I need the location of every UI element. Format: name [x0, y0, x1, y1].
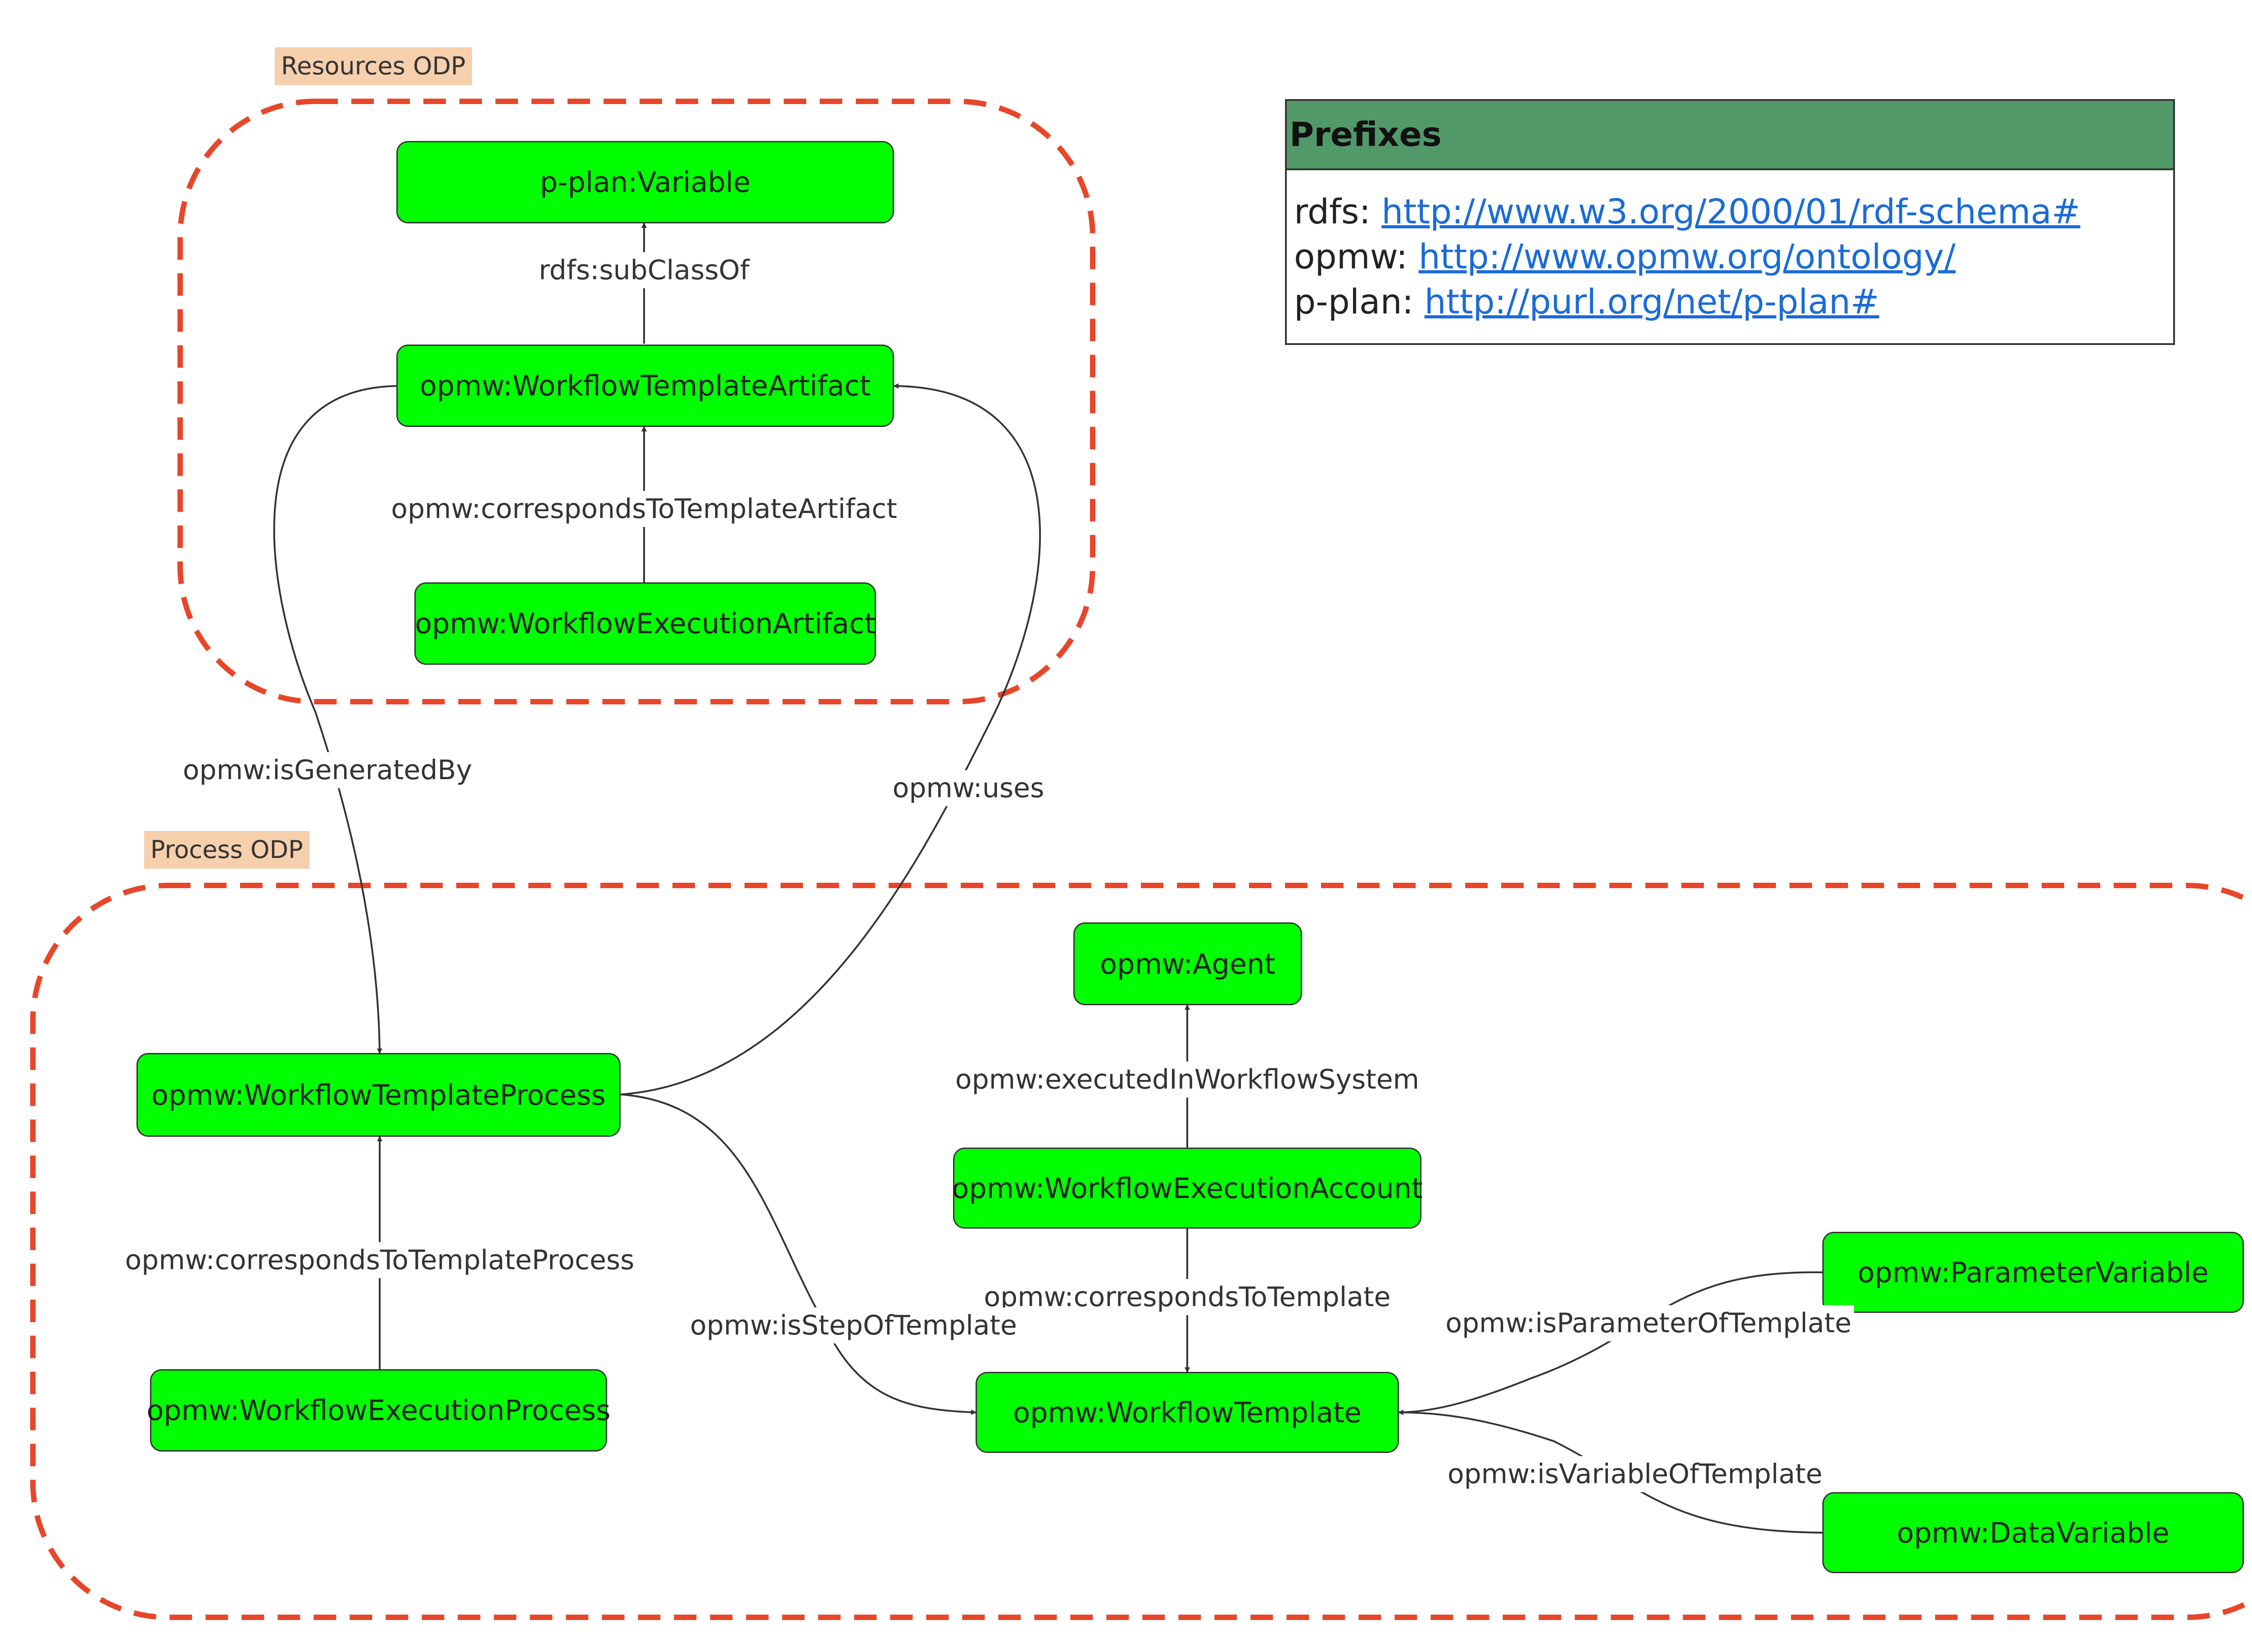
prefix-row-pplan: p-plan: http://purl.org/net/p-plan# — [1287, 279, 2173, 324]
process-odp-boundary — [30, 883, 2252, 1620]
prefix-label: p-plan: — [1294, 281, 1414, 322]
node-workflow-template-artifact[interactable]: opmw:WorkflowTemplateArtifact — [396, 345, 894, 427]
node-workflow-execution-artifact[interactable]: opmw:WorkflowExecutionArtifact — [414, 582, 876, 665]
node-data-variable[interactable]: opmw:DataVariable — [1822, 1492, 2244, 1573]
prefix-label: rdfs: — [1294, 191, 1371, 231]
node-workflow-execution-account[interactable]: opmw:WorkflowExecutionAccount — [952, 1148, 1423, 1229]
node-parameter-variable[interactable]: opmw:ParameterVariable — [1822, 1232, 2244, 1313]
edge-label-subclassof: rdfs:subClassOf — [536, 252, 752, 288]
edge-label-executed-in: opmw:executedInWorkflowSystem — [952, 1062, 1422, 1098]
prefixes-table: Prefixes rdfs: http://www.w3.org/2000/01… — [1285, 99, 2175, 345]
edge-uses-line — [620, 383, 1041, 1095]
prefixes-title: Prefixes — [1287, 101, 2173, 170]
resources-odp-boundary — [177, 99, 1095, 704]
node-workflow-execution-process[interactable]: opmw:WorkflowExecutionProcess — [146, 1369, 611, 1452]
prefix-row-opmw: opmw: http://www.opmw.org/ontology/ — [1287, 234, 2173, 279]
edge-is-parameter-of-line — [1398, 1271, 1823, 1415]
edge-is-generated-by-line — [273, 385, 397, 1054]
prefix-row-rdfs: rdfs: http://www.w3.org/2000/01/rdf-sche… — [1287, 189, 2173, 234]
node-agent[interactable]: opmw:Agent — [1073, 922, 1302, 1005]
edge-label-is-step-of: opmw:isStepOfTemplate — [687, 1307, 1020, 1343]
edge-label-is-variable-of: opmw:isVariableOfTemplate — [1444, 1456, 1825, 1492]
node-pplan-variable[interactable]: p-plan:Variable — [396, 141, 894, 223]
process-odp-label: Process ODP — [144, 831, 309, 869]
edge-is-step-of-line — [620, 1094, 976, 1415]
node-workflow-template-process[interactable]: opmw:WorkflowTemplateProcess — [136, 1053, 621, 1137]
prefix-link[interactable]: http://www.w3.org/2000/01/rdf-schema# — [1381, 191, 2080, 231]
edge-label-corresponds-template: opmw:correspondsToTemplate — [981, 1279, 1394, 1315]
prefix-link[interactable]: http://purl.org/net/p-plan# — [1424, 281, 1880, 322]
resources-odp-label: Resources ODP — [275, 47, 472, 85]
edge-label-is-generated-by: opmw:isGeneratedBy — [180, 752, 475, 788]
edge-label-is-parameter-of: opmw:isParameterOfTemplate — [1443, 1305, 1854, 1341]
prefix-link[interactable]: http://www.opmw.org/ontology/ — [1418, 236, 1956, 277]
node-workflow-template[interactable]: opmw:WorkflowTemplate — [976, 1372, 1399, 1453]
edge-label-corresponds-process: opmw:correspondsToTemplateProcess — [122, 1242, 637, 1278]
edge-label-uses: opmw:uses — [890, 770, 1047, 806]
edge-label-corresponds-artifact: opmw:correspondsToTemplateArtifact — [388, 491, 900, 527]
prefix-label: opmw: — [1294, 236, 1408, 277]
